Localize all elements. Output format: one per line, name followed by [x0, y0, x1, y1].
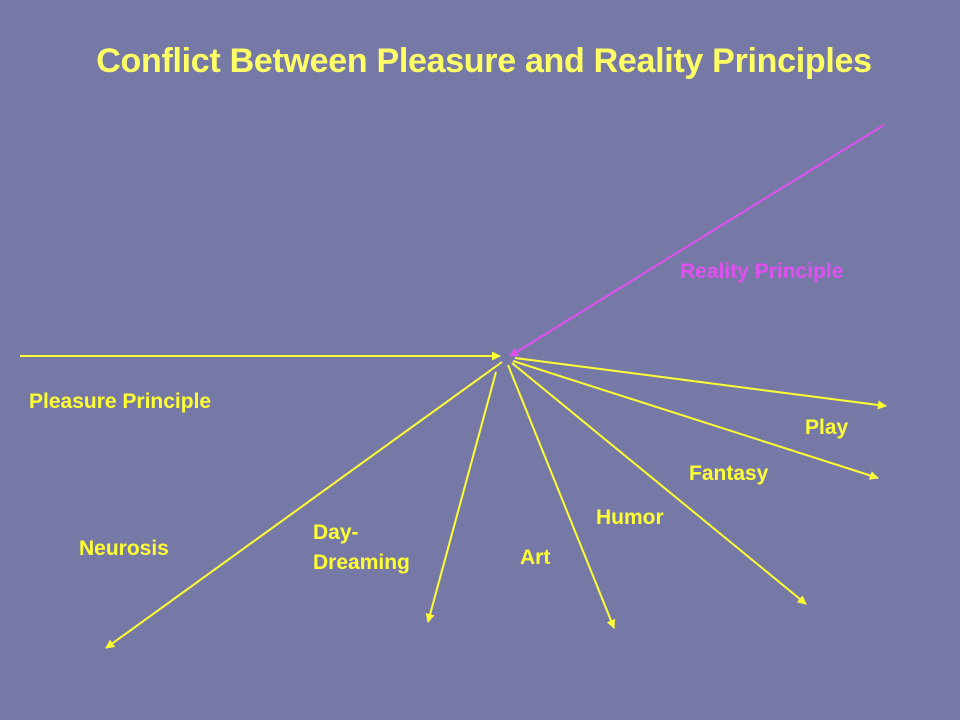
- fantasy-label: Fantasy: [689, 462, 769, 485]
- reality-principle-arrow: [509, 124, 885, 357]
- day-dreaming-arrow: [425, 371, 497, 623]
- play-arrow: [514, 357, 887, 410]
- pleasure-principle-label: Pleasure Principle: [29, 390, 211, 413]
- play-label: Play: [805, 416, 849, 439]
- art-label: Art: [520, 546, 550, 569]
- fantasy-arrow: [512, 360, 879, 480]
- day-dreaming-label-line1: Day-: [313, 521, 359, 544]
- day-dreaming-label-line2: Dreaming: [313, 551, 410, 574]
- humor-label: Humor: [596, 506, 664, 529]
- neurosis-label: Neurosis: [79, 537, 169, 560]
- art-arrow: [507, 364, 616, 629]
- humor-arrow: [511, 362, 807, 605]
- slide-title: Conflict Between Pleasure and Reality Pr…: [96, 42, 871, 80]
- reality-principle-label: Reality Principle: [680, 260, 843, 283]
- neurosis-arrow: [105, 361, 503, 649]
